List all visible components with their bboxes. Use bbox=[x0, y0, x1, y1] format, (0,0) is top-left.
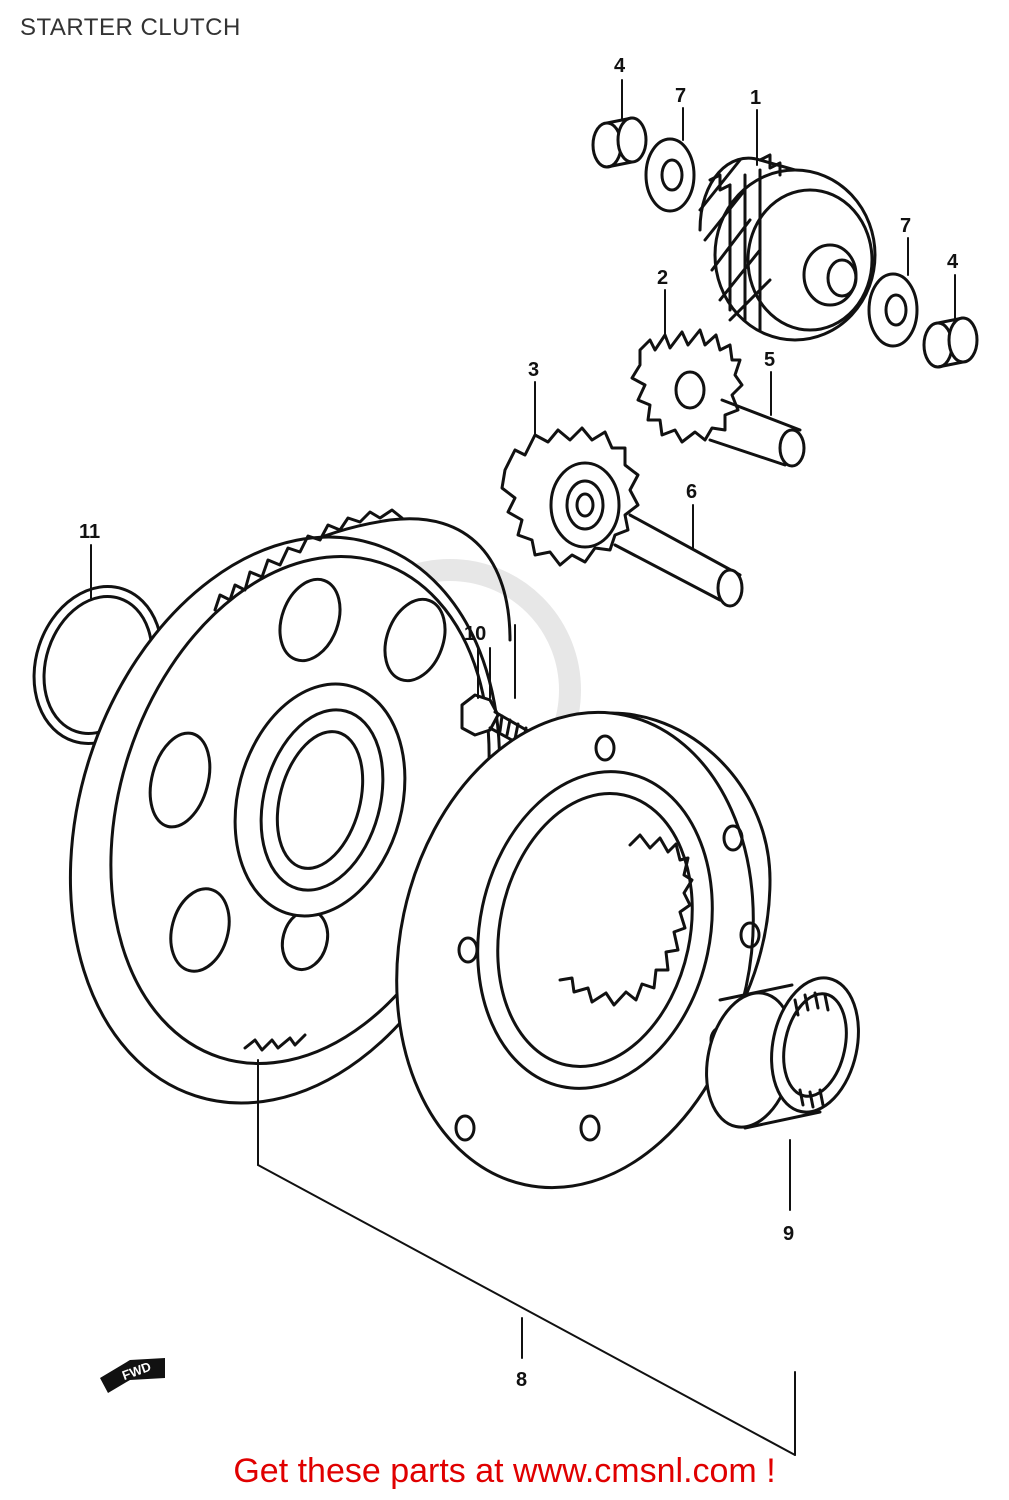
part-4-bushing-right[interactable] bbox=[922, 316, 979, 369]
callout-8: 8 bbox=[516, 1369, 527, 1391]
part-3-gear[interactable] bbox=[500, 426, 640, 567]
part-2-idle-gear[interactable] bbox=[630, 328, 744, 444]
callout-7-top: 7 bbox=[675, 85, 686, 107]
footer-link[interactable]: Get these parts at www.cmsnl.com ! bbox=[233, 1452, 776, 1490]
part-4-bushing-top[interactable] bbox=[591, 116, 648, 169]
callout-10: 10 bbox=[464, 623, 486, 645]
callout-11: 11 bbox=[79, 521, 100, 543]
part-10-bolt[interactable] bbox=[460, 693, 537, 752]
callout-9: 9 bbox=[783, 1223, 794, 1245]
callout-4-right: 4 bbox=[947, 251, 959, 273]
callout-5: 5 bbox=[764, 349, 775, 371]
part-5-shaft[interactable] bbox=[708, 398, 806, 468]
callout-4-top: 4 bbox=[614, 55, 626, 77]
part-9-needle-bearing[interactable] bbox=[695, 970, 870, 1135]
part-7-washer-top[interactable] bbox=[644, 137, 696, 213]
leader-lines bbox=[90, 79, 956, 1456]
page-title: STARTER CLUTCH bbox=[20, 14, 241, 41]
callout-1: 1 bbox=[750, 87, 761, 109]
part-6-shaft[interactable] bbox=[613, 513, 744, 608]
part-8-starter-clutch[interactable] bbox=[354, 679, 796, 1221]
callout-3: 3 bbox=[528, 359, 539, 381]
fwd-arrow-icon: FWD bbox=[100, 1358, 165, 1393]
callout-2: 2 bbox=[657, 267, 668, 289]
callout-7-right: 7 bbox=[900, 215, 911, 237]
part-1-idle-gear-assembly[interactable] bbox=[698, 153, 877, 342]
callout-6: 6 bbox=[686, 481, 697, 503]
part-7-washer-right[interactable] bbox=[867, 272, 919, 348]
callout-labels: 4 7 1 7 4 2 5 3 6 11 10 9 8 bbox=[79, 55, 959, 1391]
